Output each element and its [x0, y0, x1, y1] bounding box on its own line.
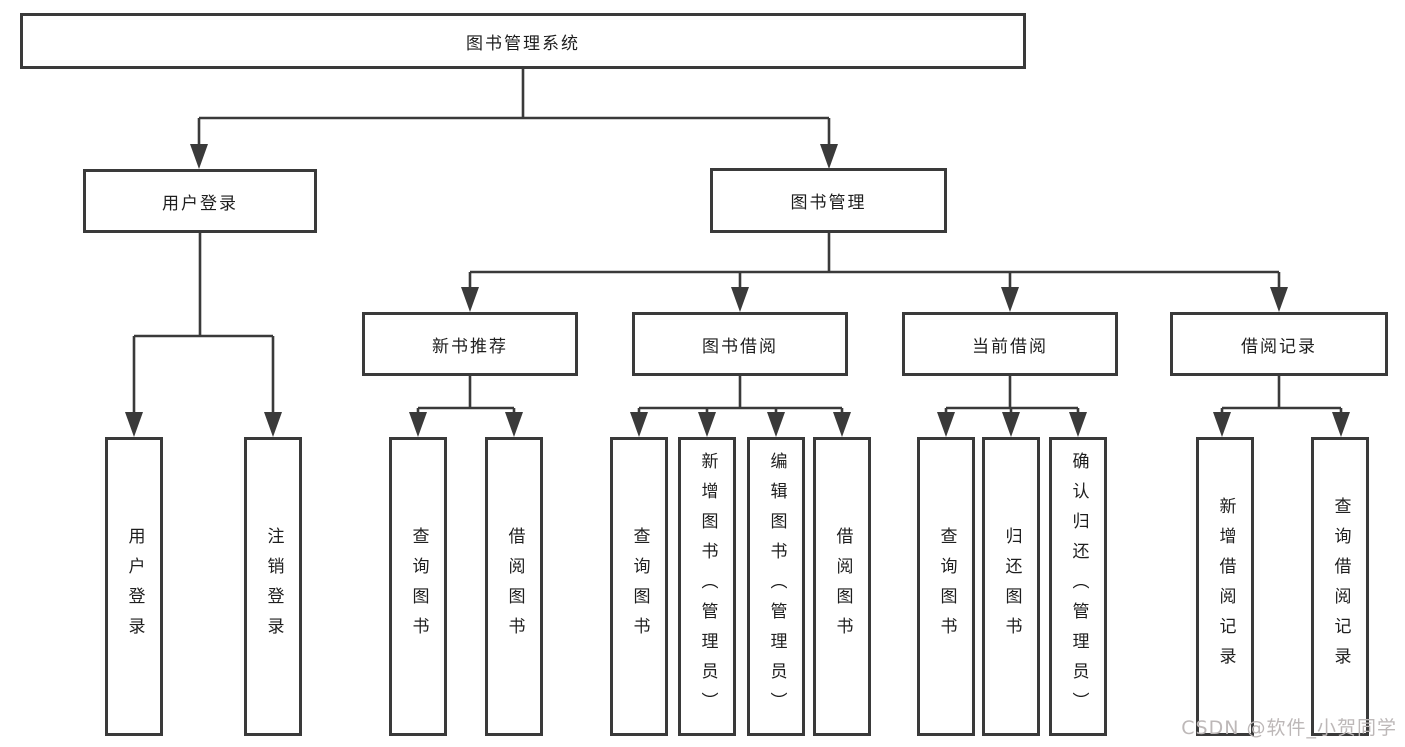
leaf-user-login: 用户登录: [105, 437, 163, 736]
leaf-current-query-book: 查询图书: [917, 437, 975, 736]
leaf-confirm-return-admin-label: 确认归还（管理员）: [1068, 451, 1089, 722]
leaf-user-login-label: 用户登录: [124, 526, 145, 647]
node-book-borrowing-label: 图书借阅: [702, 336, 778, 357]
node-new-book-recommend: 新书推荐: [362, 312, 578, 376]
leaf-logout: 注销登录: [244, 437, 302, 736]
node-borrowing-records: 借阅记录: [1170, 312, 1388, 376]
leaf-logout-label: 注销登录: [263, 526, 284, 647]
node-root-label: 图书管理系统: [466, 33, 580, 54]
node-borrowing-records-label: 借阅记录: [1241, 336, 1317, 357]
node-user-login-label: 用户登录: [162, 193, 238, 214]
node-current-borrowing-label: 当前借阅: [972, 336, 1048, 357]
leaf-edit-book-admin: 编辑图书（管理员）: [747, 437, 805, 736]
leaf-recommend-query-book-label: 查询图书: [408, 526, 429, 647]
leaf-return-book-label: 归还图书: [1001, 526, 1022, 647]
leaf-borrowing-query-book: 查询图书: [610, 437, 668, 736]
leaf-return-book: 归还图书: [982, 437, 1040, 736]
leaf-borrowing-borrow-book-label: 借阅图书: [832, 526, 853, 647]
leaf-add-borrow-record-label: 新增借阅记录: [1215, 496, 1236, 677]
node-new-book-recommend-label: 新书推荐: [432, 336, 508, 357]
leaf-recommend-query-book: 查询图书: [389, 437, 447, 736]
node-current-borrowing: 当前借阅: [902, 312, 1118, 376]
leaf-confirm-return-admin: 确认归还（管理员）: [1049, 437, 1107, 736]
leaf-recommend-borrow-book: 借阅图书: [485, 437, 543, 736]
node-root: 图书管理系统: [20, 13, 1026, 69]
node-book-management: 图书管理: [710, 168, 947, 233]
node-user-login: 用户登录: [83, 169, 317, 233]
leaf-add-borrow-record: 新增借阅记录: [1196, 437, 1254, 736]
leaf-recommend-borrow-book-label: 借阅图书: [504, 526, 525, 647]
node-book-management-label: 图书管理: [790, 193, 867, 213]
leaf-add-book-admin: 新增图书（管理员）: [678, 437, 736, 736]
leaf-edit-book-admin-label: 编辑图书（管理员）: [766, 451, 787, 722]
leaf-query-borrow-record: 查询借阅记录: [1311, 437, 1369, 736]
leaf-current-query-book-label: 查询图书: [936, 526, 957, 647]
csdn-watermark: CSDN @软件_小贺同学: [1181, 717, 1397, 739]
leaf-borrowing-borrow-book: 借阅图书: [813, 437, 871, 736]
node-book-borrowing: 图书借阅: [632, 312, 848, 376]
leaf-query-borrow-record-label: 查询借阅记录: [1330, 496, 1351, 677]
leaf-add-book-admin-label: 新增图书（管理员）: [697, 451, 718, 722]
leaf-borrowing-query-book-label: 查询图书: [629, 526, 650, 647]
